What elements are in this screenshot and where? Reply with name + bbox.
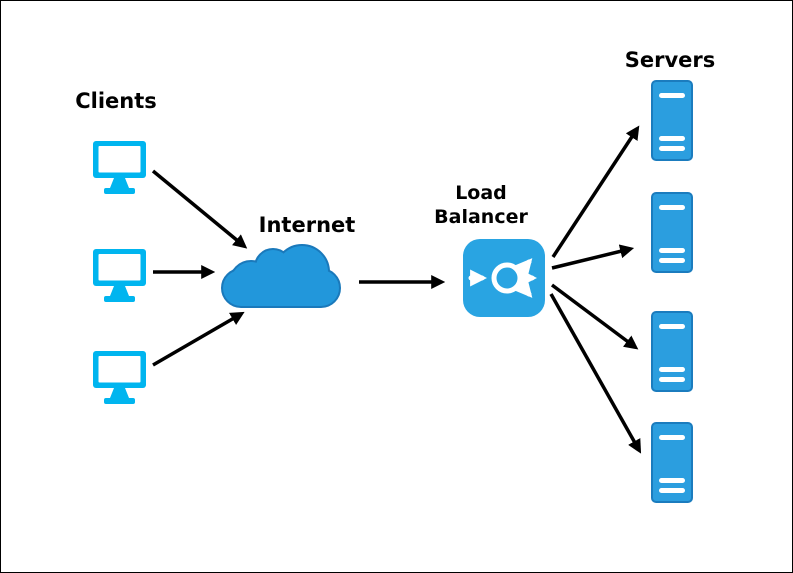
- client-computer-icon-1: [93, 141, 146, 194]
- server-icon-3: [651, 311, 693, 392]
- client-computer-icon-3: [93, 351, 146, 404]
- load-balancer-label-line2: Balancer: [434, 206, 528, 228]
- internet-cloud-icon: [221, 244, 341, 308]
- arrow-lb-to-server-4: [549, 293, 642, 454]
- load-balancer-label-line1: Load: [455, 182, 507, 204]
- servers-label: Servers: [624, 48, 716, 72]
- server-icon-2: [651, 192, 693, 273]
- arrow-client1-to-internet: [151, 169, 248, 249]
- server-icon-4: [651, 422, 693, 503]
- server-icon-1: [651, 80, 693, 161]
- arrow-lb-to-server-3: [550, 283, 639, 350]
- internet-label: Internet: [258, 213, 356, 237]
- arrow-lb-to-server-2: [551, 244, 635, 270]
- client-computer-icon-2: [93, 249, 146, 302]
- load-balancer-label: Load Balancer: [419, 181, 543, 229]
- arrow-client3-to-internet: [152, 311, 245, 367]
- load-balancer-icon: [463, 239, 545, 317]
- clients-label: Clients: [75, 89, 157, 113]
- arrow-lb-to-server-1: [551, 125, 640, 258]
